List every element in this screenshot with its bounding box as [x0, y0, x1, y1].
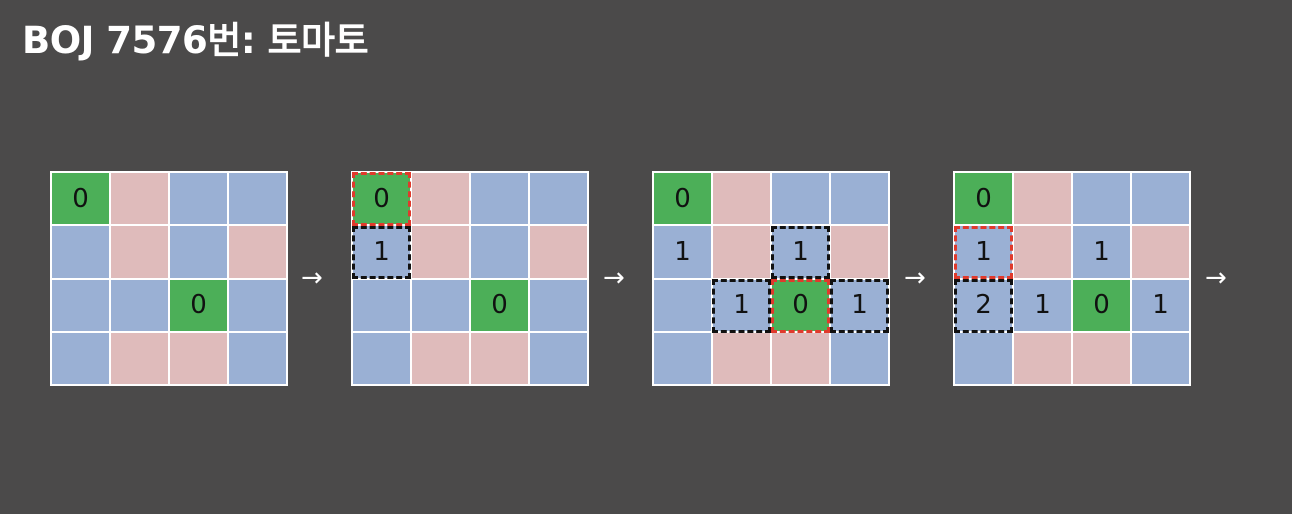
- grid-cell: 1: [1073, 226, 1130, 278]
- grid-cell: 1: [353, 226, 410, 278]
- grid-cell: [229, 226, 286, 278]
- grid-cell: 0: [955, 173, 1012, 225]
- grid-cell: [412, 173, 469, 225]
- grid-cell: [353, 332, 410, 384]
- grid-cell: 0: [170, 279, 227, 331]
- grid-cell: [170, 173, 227, 225]
- grid-cell: 0: [654, 173, 711, 225]
- grid-cell: 1: [1132, 279, 1189, 331]
- grid-cell: [530, 226, 587, 278]
- grid-cell: [412, 279, 469, 331]
- grid-cell: 1: [955, 226, 1012, 278]
- grid-cell: [111, 279, 168, 331]
- grid-cell: [831, 226, 888, 278]
- grid-cell: [170, 332, 227, 384]
- grid-cell: 0: [52, 173, 109, 225]
- grid-cell: [530, 279, 587, 331]
- grid-cell: [412, 226, 469, 278]
- arrow-right-icon: →: [904, 263, 926, 293]
- grid-cell: [170, 226, 227, 278]
- grid-cell: [52, 279, 109, 331]
- grid-cell: [654, 332, 711, 384]
- grid-cell: 1: [772, 226, 829, 278]
- grid-cell: [471, 173, 528, 225]
- grid-cell: 0: [772, 279, 829, 331]
- grid-cell: [1014, 226, 1071, 278]
- grid-cell: 1: [713, 279, 770, 331]
- grid-cell: [52, 332, 109, 384]
- grid-cell: [654, 279, 711, 331]
- grid-cell: [530, 332, 587, 384]
- grid-cell: 1: [831, 279, 888, 331]
- grid-cell: [713, 173, 770, 225]
- grid-cell: 0: [353, 173, 410, 225]
- grid-cell: 0: [471, 279, 528, 331]
- grid-cell: [471, 332, 528, 384]
- arrow-right-icon: →: [301, 263, 323, 293]
- grid-cell: [111, 226, 168, 278]
- grid-cell: [713, 332, 770, 384]
- arrow-right-icon: →: [603, 263, 625, 293]
- grid-cell: 1: [1014, 279, 1071, 331]
- grid-cell: [1073, 332, 1130, 384]
- grid-cell: [1132, 226, 1189, 278]
- grid-cell: [1132, 332, 1189, 384]
- grid-cell: 1: [654, 226, 711, 278]
- grid-cell: 0: [1073, 279, 1130, 331]
- grid-cell: [52, 226, 109, 278]
- grid-cell: [412, 332, 469, 384]
- grid-cell: 2: [955, 279, 1012, 331]
- grid-cell: [1014, 173, 1071, 225]
- grid-cell: [831, 332, 888, 384]
- arrow-right-icon: →: [1205, 263, 1227, 293]
- grid-cell: [111, 332, 168, 384]
- grid-cell: [229, 173, 286, 225]
- grid-cell: [772, 173, 829, 225]
- grid-cell: [229, 279, 286, 331]
- grid-cell: [1014, 332, 1071, 384]
- grid-cell: [713, 226, 770, 278]
- grid-cell: [111, 173, 168, 225]
- grid-cell: [353, 279, 410, 331]
- page-title: BOJ 7576번: 토마토: [22, 19, 369, 62]
- grid-cell: [1132, 173, 1189, 225]
- grid-cell: [229, 332, 286, 384]
- grid-cell: [955, 332, 1012, 384]
- grid-cell: [831, 173, 888, 225]
- grid-cell: [471, 226, 528, 278]
- grid-cell: [530, 173, 587, 225]
- grid-cell: [1073, 173, 1130, 225]
- grid-cell: [772, 332, 829, 384]
